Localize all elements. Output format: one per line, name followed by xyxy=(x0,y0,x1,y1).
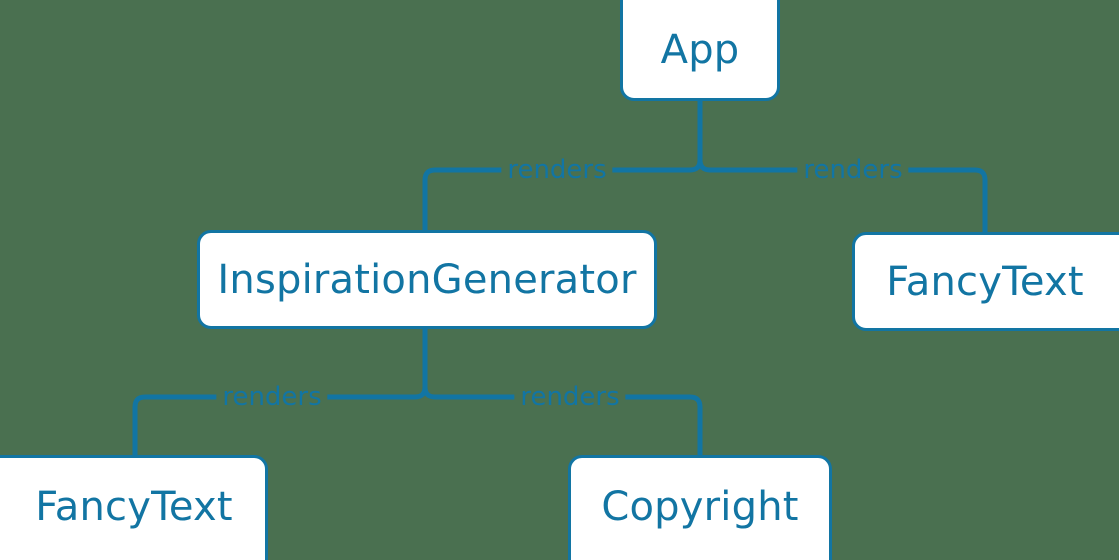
node-inspiration-generator[interactable]: InspirationGenerator xyxy=(197,230,657,329)
node-copyright[interactable]: Copyright xyxy=(568,455,832,560)
node-fancytext-bottom-label: FancyText xyxy=(35,484,233,530)
edge-app-to-fancytext xyxy=(697,159,988,232)
edge-label-app-to-inspiration: renders xyxy=(501,155,613,185)
node-inspiration-generator-label: InspirationGenerator xyxy=(217,256,637,303)
node-app[interactable]: App xyxy=(620,0,780,101)
edge-label-app-to-fancytext: renders xyxy=(797,155,909,185)
edge-label-inspiration-to-copyright: renders xyxy=(514,382,626,412)
node-fancytext-right[interactable]: FancyText xyxy=(852,232,1119,331)
node-fancytext-bottom[interactable]: FancyText xyxy=(0,455,268,560)
node-copyright-label: Copyright xyxy=(601,484,799,530)
edge-label-inspiration-to-fancytext: renders xyxy=(216,382,328,412)
edge-inspiration-to-copyright xyxy=(422,386,703,455)
node-app-label: App xyxy=(660,26,740,73)
node-fancytext-right-label: FancyText xyxy=(886,258,1084,305)
